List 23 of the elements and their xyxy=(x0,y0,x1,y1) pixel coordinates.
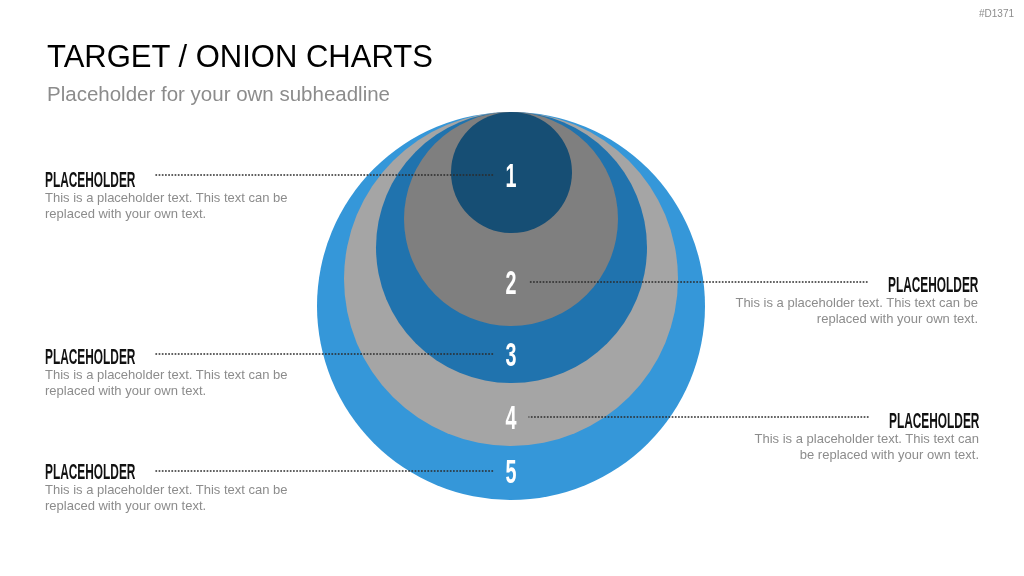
layer-number: 2 xyxy=(505,265,517,299)
reference-code: #D1371 xyxy=(978,8,1014,19)
callout-heading: PLACEHOLDER xyxy=(888,410,979,431)
leader-line xyxy=(154,174,495,176)
leader-line xyxy=(154,353,495,355)
subtitle: Placeholder for your own subheadline xyxy=(47,81,391,107)
leader-line xyxy=(527,281,869,283)
leader-line xyxy=(154,470,495,472)
callout-text: This is a placeholder text. This text can be replaced with your own text. xyxy=(45,190,289,222)
callout-heading: PLACEHOLDER xyxy=(45,461,136,482)
callout-text: This is a placeholder text. This text can be replaced with your own text. xyxy=(734,295,978,327)
callout-text: This is a placeholder text. This text can be replaced with your own text. xyxy=(45,367,289,399)
title: TARGET / ONION CHARTS xyxy=(47,39,433,75)
leader-line xyxy=(527,416,870,418)
callout-text: This is a placeholder text. This text can be replaced with your own text. xyxy=(753,431,979,463)
callout-text: This is a placeholder text. This text can be replaced with your own text. xyxy=(45,482,289,514)
layer-number: 1 xyxy=(505,158,517,192)
callout-heading: PLACEHOLDER xyxy=(45,346,136,367)
layer-number: 4 xyxy=(505,400,517,434)
callout-heading: PLACEHOLDER xyxy=(45,169,136,190)
layer-number: 3 xyxy=(505,337,517,371)
layer-number: 5 xyxy=(505,454,517,488)
callout-heading: PLACEHOLDER xyxy=(887,274,978,295)
